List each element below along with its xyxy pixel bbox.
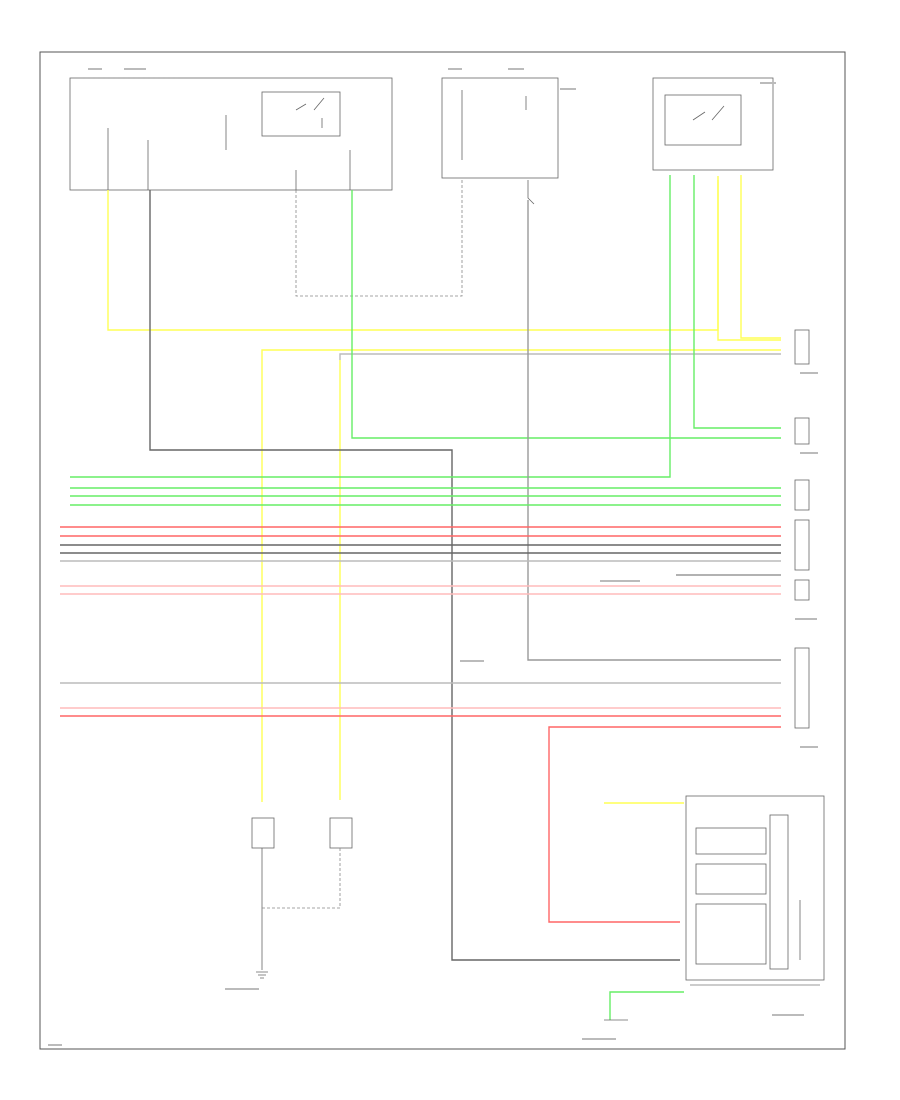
lamp-right	[262, 817, 353, 909]
top-right-module	[652, 77, 774, 171]
wire-bottom-green	[609, 991, 684, 1020]
bottom-right-module	[685, 795, 825, 981]
right-connectors	[794, 329, 810, 729]
illegible-labels	[48, 68, 818, 1046]
top-middle-module	[441, 77, 559, 205]
lamp-left	[251, 817, 275, 970]
dashed-link	[295, 180, 463, 297]
diagram-frame	[39, 51, 846, 1050]
top-left-module	[69, 77, 393, 191]
ground-bottom-left	[256, 971, 268, 979]
wires-vertical	[70, 175, 781, 961]
wires-horizontal	[60, 487, 781, 923]
